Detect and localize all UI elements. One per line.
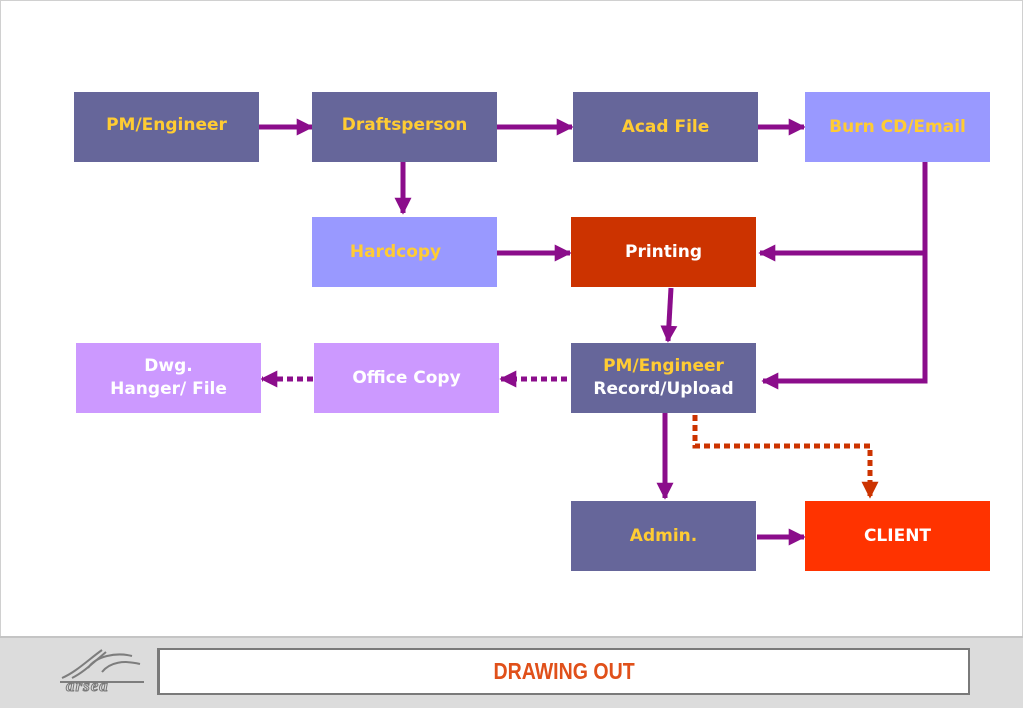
arsea-logo-icon xyxy=(60,649,144,683)
dotted-arrow-pm-record-to-client xyxy=(692,415,879,499)
node-client: CLIENT xyxy=(805,501,990,571)
connector-layer xyxy=(259,118,928,546)
page-title: DRAWING OUT xyxy=(493,658,635,684)
node-admin: Admin. xyxy=(571,501,756,571)
footer-divider xyxy=(0,636,1023,638)
connector-burn-down xyxy=(761,162,928,390)
node-dwg-hanger-file: Dwg. Hanger/ File xyxy=(76,343,261,413)
node-pm-record-upload: PM/Engineer Record/Upload xyxy=(571,343,756,413)
logo-wordmark: arsea xyxy=(66,676,109,696)
node-pm-engineer: PM/Engineer xyxy=(74,92,259,162)
node-office-copy: Office Copy xyxy=(314,343,499,413)
title-banner: DRAWING OUT xyxy=(157,648,970,695)
node-hardcopy: Hardcopy xyxy=(312,217,497,287)
arrow-printing-to-pm-record xyxy=(660,287,678,343)
node-printing: Printing xyxy=(571,217,756,287)
node-pm-record-line2: Record/Upload xyxy=(593,379,734,399)
node-draftsperson: Draftsperson xyxy=(312,92,497,162)
node-pm-record-line1: PM/Engineer xyxy=(603,356,724,376)
node-acad-file: Acad File xyxy=(573,92,758,162)
node-burn-cd-email: Burn CD/Email xyxy=(805,92,990,162)
